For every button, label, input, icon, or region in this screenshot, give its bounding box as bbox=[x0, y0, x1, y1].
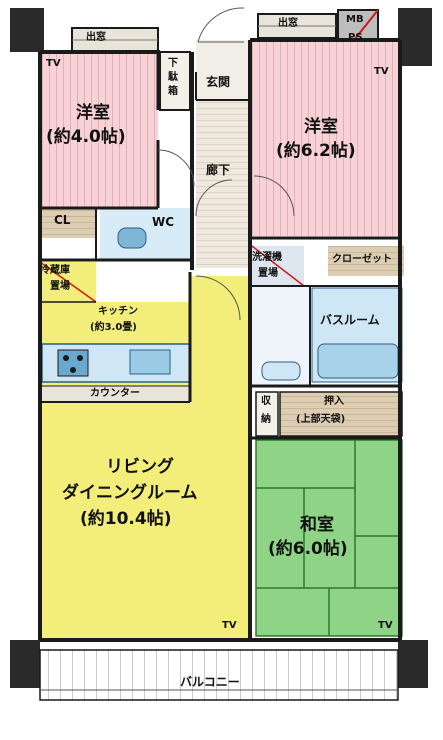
column-bottom-left bbox=[10, 640, 40, 688]
entrance-floor bbox=[196, 40, 248, 100]
storage-box bbox=[255, 391, 279, 437]
toilet-bowl bbox=[117, 227, 147, 249]
living-label-1: リビング bbox=[106, 457, 174, 477]
entrance-door bbox=[197, 7, 245, 43]
balcony-label: バルコニー bbox=[180, 675, 240, 689]
column-top-right bbox=[398, 8, 432, 66]
entrance-label: 玄関 bbox=[206, 75, 231, 89]
tv-label-living: TV bbox=[222, 620, 237, 631]
bay-window-right bbox=[257, 13, 337, 39]
mbps-label-line2: PS bbox=[348, 32, 363, 43]
small-closet-label: CL bbox=[54, 213, 71, 227]
sink-icon bbox=[129, 349, 171, 375]
oshiire-label-2: (上部天袋) bbox=[296, 414, 346, 425]
toilet-label: WC bbox=[152, 215, 175, 229]
kitchen-name: キッチン bbox=[98, 306, 138, 317]
mbps-label-line1: MB bbox=[346, 14, 364, 25]
storage-label-2: 納 bbox=[261, 414, 271, 425]
west-room-size: (約4.0帖) bbox=[46, 127, 126, 147]
wc-door bbox=[195, 179, 233, 217]
bathtub bbox=[317, 343, 399, 379]
east-room-name: 洋室 bbox=[304, 117, 338, 137]
kitchen-size: (約3.0畳) bbox=[90, 322, 137, 333]
oshiire-label-1: 押入 bbox=[324, 396, 344, 407]
bay-window-left-label: 出窓 bbox=[86, 32, 106, 43]
washitsu-size: (約6.0帖) bbox=[268, 539, 348, 559]
shoe-box-label-3: 箱 bbox=[168, 86, 178, 97]
hallway-label: 廊下 bbox=[206, 163, 231, 177]
fridge-label-1: 冷蔵庫 bbox=[40, 265, 70, 276]
east-room-floor bbox=[252, 40, 400, 236]
living-floor bbox=[40, 276, 248, 640]
shoe-box-label-1: 下 bbox=[168, 58, 178, 69]
washitsu-floor bbox=[255, 439, 403, 637]
laundry-label-1: 洗濯機 bbox=[252, 252, 282, 263]
storage-label-1: 収 bbox=[261, 396, 271, 407]
small-closet bbox=[40, 208, 96, 238]
counter-label: カウンター bbox=[90, 388, 140, 399]
east-room-door bbox=[253, 175, 295, 217]
laundry-label-2: 置場 bbox=[258, 268, 278, 279]
bay-window-left bbox=[71, 27, 159, 53]
east-room-size: (約6.2帖) bbox=[276, 141, 356, 161]
shoe-box bbox=[159, 51, 191, 111]
fridge-label-2: 置場 bbox=[50, 281, 70, 292]
walls bbox=[38, 38, 402, 642]
west-room-door bbox=[157, 149, 195, 187]
tv-label-washitsu: TV bbox=[378, 620, 393, 631]
closet-label: クローゼット bbox=[332, 254, 392, 265]
living-label-2: ダイニングルーム bbox=[62, 483, 198, 503]
column-top-left bbox=[10, 8, 44, 52]
bay-window-right-label: 出窓 bbox=[278, 18, 298, 29]
tv-label-east: TV bbox=[374, 66, 389, 77]
closet-right bbox=[328, 246, 404, 276]
living-size: (約10.4帖) bbox=[80, 509, 172, 529]
washbasin bbox=[261, 361, 301, 381]
hallway-floor bbox=[196, 72, 248, 268]
column-bottom-right bbox=[398, 640, 428, 688]
west-room-floor bbox=[40, 52, 158, 207]
west-room-name: 洋室 bbox=[76, 103, 110, 123]
tv-label-west: TV bbox=[46, 58, 61, 69]
washitsu-name: 和室 bbox=[300, 515, 334, 535]
oshiire-box bbox=[279, 391, 403, 437]
shoe-box-label-2: 駄 bbox=[168, 72, 178, 83]
living-door bbox=[195, 275, 241, 321]
bathroom-label: バスルーム bbox=[320, 313, 380, 327]
balcony-floor bbox=[39, 649, 399, 701]
